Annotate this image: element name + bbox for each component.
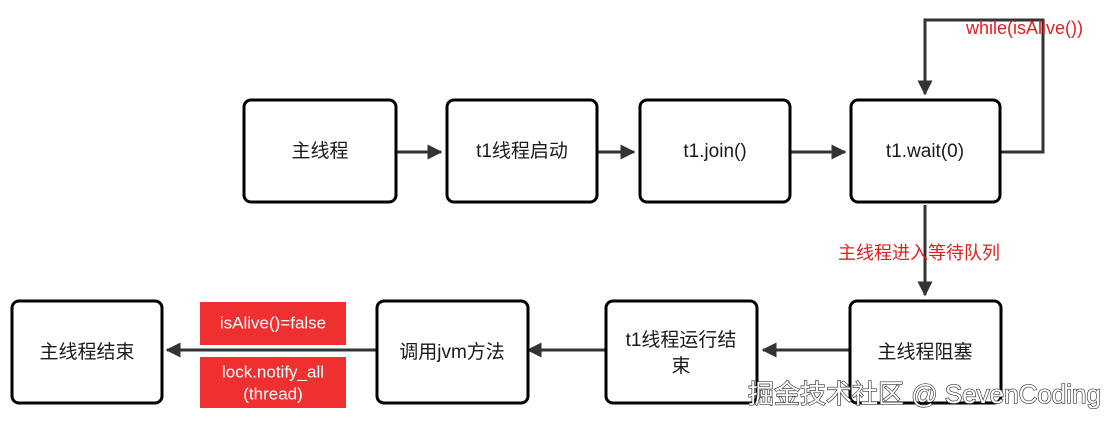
node-t1-start: t1线程启动 [445, 98, 599, 204]
node-t1-wait-label: t1.wait(0) [886, 141, 964, 162]
node-t1-join: t1.join() [638, 98, 792, 204]
node-t1-start-label: t1线程启动 [476, 140, 568, 162]
watermark: 掘金技术社区 @ SevenCoding [748, 379, 1101, 409]
node-main-thread-label: 主线程 [291, 140, 348, 162]
node-main-blocked-label: 主线程阻塞 [877, 341, 972, 363]
note-notify-all-line2: (thread) [243, 384, 303, 403]
node-t1-finished-label-line2: 束 [671, 355, 690, 377]
node-t1-finished: t1线程运行结 束 [604, 299, 759, 405]
node-main-blocked: 主线程阻塞 [848, 299, 1003, 405]
node-main-thread: 主线程 [242, 98, 398, 204]
node-t1-finished-label-line1: t1线程运行结 [626, 329, 737, 351]
note-is-alive-false: isAlive()=false [200, 302, 346, 345]
node-t1-join-label: t1.join() [683, 141, 746, 162]
node-main-end: 主线程结束 [10, 299, 164, 405]
node-main-end-label: 主线程结束 [39, 341, 134, 363]
note-notify-all: lock.notify_all (thread) [200, 357, 346, 408]
loop-label: while(isAlive()) [965, 18, 1083, 38]
enter-queue-label: 主线程进入等待队列 [838, 243, 1000, 263]
note-notify-all-line1: lock.notify_all [222, 362, 324, 381]
edge-wait-loop [917, 18, 1045, 154]
node-t1-wait: t1.wait(0) [849, 98, 1002, 204]
node-call-jvm: 调用jvm方法 [375, 299, 530, 405]
node-call-jvm-label: 调用jvm方法 [399, 341, 505, 363]
note-is-alive-false-text: isAlive()=false [220, 313, 326, 332]
